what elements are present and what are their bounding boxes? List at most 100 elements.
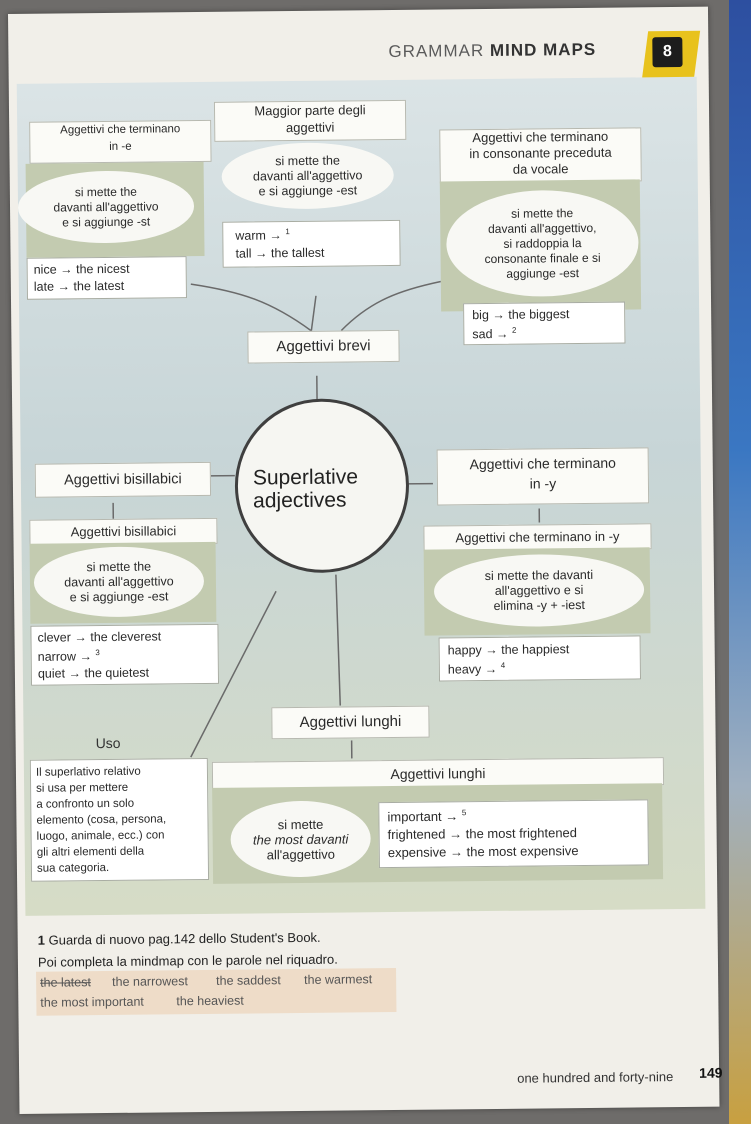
instruction-line: 1 Guarda di nuovo pag.142 dello Student'…: [38, 927, 338, 952]
usage-title: Uso: [95, 734, 121, 752]
workbook-page: GRAMMAR MIND MAPS 8 Maggior parte degli …: [8, 6, 723, 1114]
book-edge-strip: [729, 0, 751, 1124]
page-number: 149: [699, 1064, 723, 1081]
arrow-icon: →: [492, 307, 505, 322]
example-row: big → the biggest: [472, 307, 569, 322]
example-result: the happiest: [501, 642, 570, 657]
y-ending-line2: in -y: [529, 475, 557, 492]
arrow-icon: →: [79, 649, 93, 664]
exercise-instructions: 1 Guarda di nuovo pag.142 dello Student'…: [38, 927, 338, 974]
center-line1: Superlative: [252, 465, 359, 490]
example-result: the tallest: [270, 245, 325, 261]
arrow-icon: →: [485, 642, 498, 658]
usage-line: gli altri elementi della: [36, 845, 145, 859]
example-word: quiet: [37, 666, 66, 681]
example-row: happy → the happiest: [448, 642, 570, 657]
blank-number: 2: [511, 325, 517, 335]
word-bank: the latest the narrowest the saddest the…: [36, 967, 397, 1016]
arrow-icon: →: [68, 666, 82, 681]
example-word: frightened: [387, 826, 446, 843]
cons-examples-box: big → the biggest sad → 2: [463, 301, 626, 346]
y-ending-line1: Aggettivi che terminano: [469, 454, 616, 473]
blank-number: 4: [500, 660, 506, 670]
arrow-icon: →: [57, 279, 71, 294]
example-result: the cleverest: [90, 629, 162, 645]
usage-line: luogo, animale, ecc.) con: [36, 829, 165, 843]
bis-rule-line: e si aggiunge -est: [69, 588, 169, 604]
most-adjectives-box: Maggior parte degli aggettivi: [213, 99, 407, 142]
example-word: heavy: [447, 662, 482, 677]
e-ending-line2: in -e: [109, 140, 132, 153]
most-examples-box: warm → 1 tall → the tallest: [222, 219, 401, 268]
word-bank-item: the saddest: [216, 973, 281, 988]
example-result: the most expensive: [466, 843, 579, 860]
word-bank-item: the narrowest: [112, 974, 188, 989]
example-word: tall: [235, 246, 252, 261]
arrow-icon: →: [74, 630, 87, 645]
example-result: the quietest: [84, 665, 150, 681]
example-row: late → the latest: [34, 279, 125, 294]
exercise-number: 1: [37, 932, 46, 948]
e-rule-line: e si aggiunge -st: [62, 214, 151, 229]
arrow-icon: →: [445, 808, 459, 824]
usage-line: Il superlativo relativo: [35, 765, 141, 779]
example-word: warm: [235, 228, 266, 243]
example-word: sad: [472, 327, 493, 342]
example-word: important: [387, 808, 442, 825]
long-rule-line: all'aggettivo: [266, 846, 336, 862]
example-result: the latest: [73, 278, 125, 294]
arrow-icon: →: [60, 262, 73, 277]
blank-number: 3: [95, 648, 100, 658]
usage-line: si usa per mettere: [36, 781, 129, 795]
center-line2: adjectives: [252, 488, 347, 513]
blank-number: 5: [461, 808, 467, 818]
example-word: happy: [447, 643, 482, 658]
instruction-text: Guarda di nuovo pag.142 dello Student's …: [48, 929, 321, 948]
example-row: frightened → the most frightened: [388, 825, 578, 842]
long-adjectives-box: Aggettivi lunghi: [271, 705, 430, 740]
usage-line: a confronto un solo: [36, 797, 135, 811]
arrow-icon: →: [269, 228, 282, 243]
center-title: Superlative adjectives: [253, 465, 359, 512]
example-row: nice → the nicest: [34, 262, 130, 277]
long-examples-box: important → 5 frightened → the most frig…: [378, 799, 649, 869]
arrow-icon: →: [448, 826, 463, 842]
most-line1: Maggior parte degli: [254, 102, 366, 119]
example-word: nice: [33, 262, 57, 277]
two-syllable-box: Aggettivi bisillabici: [34, 461, 212, 498]
example-result: the biggest: [508, 307, 570, 322]
long-rule-line: the most davanti: [252, 830, 349, 847]
word-bank-item: the warmest: [304, 972, 373, 987]
cons-rule-line: aggiunge -est: [506, 265, 580, 281]
blank-number: 1: [285, 227, 290, 237]
bis-examples-box: clever → the cleverest narrow → 3 quiet …: [30, 623, 220, 686]
cons-line2: in consonante preceduta: [469, 144, 612, 162]
word-bank-item: the most important: [40, 994, 144, 1010]
example-row: heavy → 4: [448, 661, 505, 677]
arrow-icon: →: [254, 246, 268, 261]
example-word: big: [472, 307, 489, 323]
example-word: narrow: [37, 649, 77, 664]
cons-ending-box: Aggettivi che terminano in consonante pr…: [439, 127, 642, 184]
example-word: expensive: [387, 844, 447, 861]
usage-line: elemento (cosa, persona,: [36, 813, 167, 827]
example-row: quiet → the quietest: [38, 666, 149, 681]
y-ending-box: Aggettivi che terminano in -y: [436, 447, 650, 506]
most-rule-line: e si aggiunge -est: [258, 182, 358, 198]
cons-line3: da vocale: [512, 161, 569, 177]
example-word: clever: [37, 630, 71, 645]
example-row: warm → 1: [235, 227, 290, 243]
example-result: the most frightened: [465, 825, 578, 842]
bis-rule-line: si mette the: [86, 559, 152, 574]
usage-box: Il superlativo relativo si usa per mette…: [29, 757, 210, 882]
e-examples-box: nice → the nicest late → the latest: [26, 256, 187, 300]
y-examples-box: happy → the happiest heavy → 4: [438, 635, 642, 682]
word-bank-item: the latest: [40, 975, 91, 990]
short-adjectives-box: Aggettivi brevi: [247, 329, 400, 364]
example-result: the nicest: [76, 261, 130, 277]
example-word: late: [33, 279, 55, 294]
example-row: tall → the tallest: [235, 246, 324, 261]
bis-rule-line: davanti all'aggettivo: [64, 573, 174, 589]
example-row: sad → 2: [472, 326, 516, 342]
example-row: expensive → the most expensive: [388, 843, 579, 860]
